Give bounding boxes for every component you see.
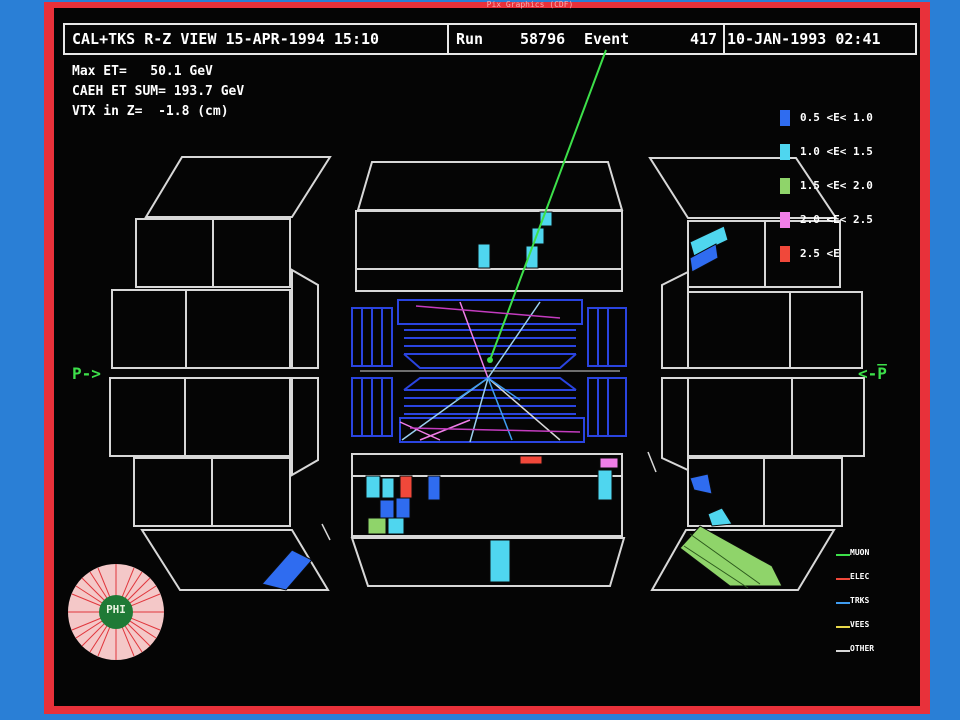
vtx-z: VTX in Z= -1.8 (cm) xyxy=(72,104,229,119)
track-legend-item: TRKS xyxy=(836,596,916,610)
run-number: 58796 xyxy=(520,30,566,48)
track-legend-item: MUON xyxy=(836,548,916,562)
track-legend-item: VEES xyxy=(836,620,916,634)
energy-swatch xyxy=(780,178,790,194)
energy-swatch xyxy=(780,144,790,160)
track-label: MUON xyxy=(850,548,870,557)
window-title: Pix Graphics (CDF) xyxy=(486,0,574,9)
beam-label-proton: P-> xyxy=(72,364,101,383)
calorimeter-central xyxy=(350,161,626,587)
track-label: VEES xyxy=(850,620,870,629)
calorimeter-hits xyxy=(261,211,783,591)
energy-label: 0.5 <E< 1.0 xyxy=(800,111,873,124)
track-label: ELEC xyxy=(850,572,870,581)
beam-label-antiproton: <-P̅ xyxy=(858,364,887,383)
track-legend-item: ELEC xyxy=(836,572,916,586)
phi-logo xyxy=(68,564,164,660)
view-title: CAL+TKS R-Z VIEW 15-APR-1994 15:10 xyxy=(72,30,380,48)
logo-text: PHI xyxy=(106,603,126,616)
event-label: Event xyxy=(584,30,630,48)
energy-swatch xyxy=(780,110,790,126)
max-et: Max ET= 50.1 GeV xyxy=(72,64,213,79)
track-line-swatch xyxy=(836,554,850,556)
tracking-chamber xyxy=(351,299,627,443)
track-legend-item: OTHER xyxy=(836,644,916,658)
energy-swatch xyxy=(780,212,790,228)
event-number: 417 xyxy=(690,30,718,48)
run-label: Run xyxy=(456,30,484,48)
track-line-swatch xyxy=(836,602,850,604)
tracks xyxy=(321,49,657,541)
energy-label: 1.5 <E< 2.0 xyxy=(800,179,873,192)
energy-label: 2.0 <E< 2.5 xyxy=(800,213,873,226)
calorimeter-left xyxy=(109,156,332,591)
track-label: OTHER xyxy=(850,644,875,653)
caeh-et-sum: CAEH ET SUM= 193.7 GeV xyxy=(72,84,245,99)
event-timestamp: 10-JAN-1993 02:41 xyxy=(727,30,881,48)
track-label: TRKS xyxy=(850,596,870,605)
track-line-swatch xyxy=(836,650,850,652)
calorimeter-right xyxy=(648,157,865,591)
energy-label: 2.5 <E xyxy=(800,247,840,260)
track-line-swatch xyxy=(836,578,850,580)
header-frame xyxy=(63,23,917,55)
energy-label: 1.0 <E< 1.5 xyxy=(800,145,873,158)
track-line-swatch xyxy=(836,626,850,628)
energy-swatch xyxy=(780,246,790,262)
